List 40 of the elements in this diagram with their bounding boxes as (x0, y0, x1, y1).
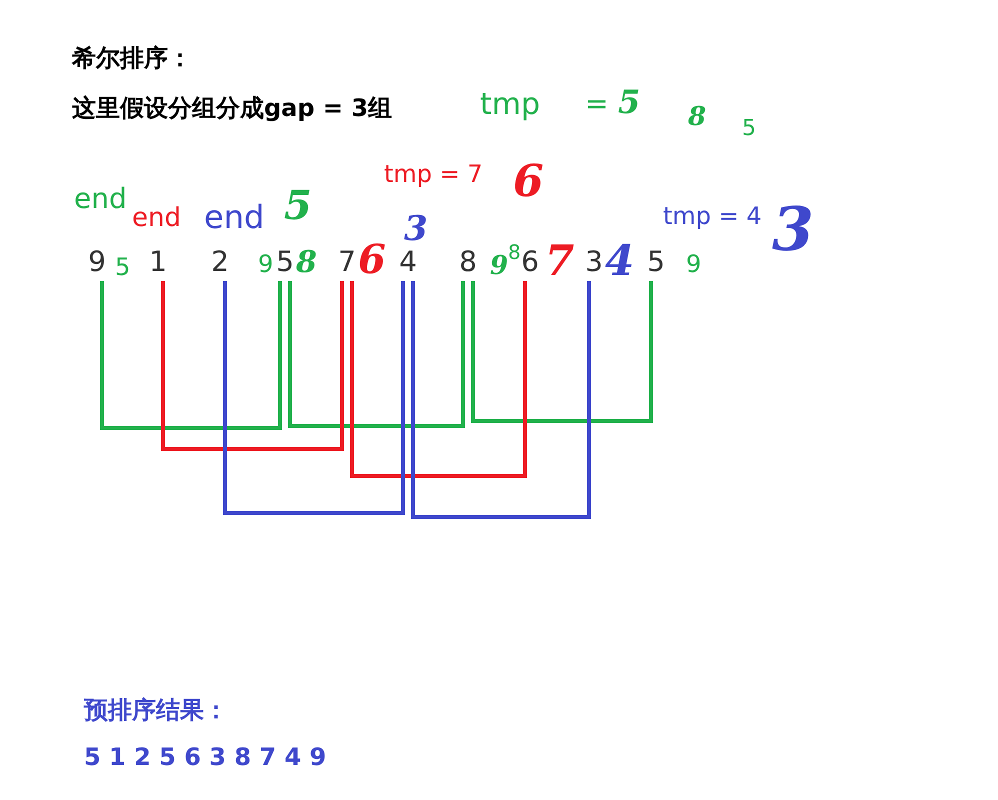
annotation-text: 8 (508, 242, 521, 262)
handwritten-digit: 4 (605, 240, 634, 282)
group-bracket-line (288, 281, 465, 428)
annotation-text: 9 (258, 252, 274, 276)
annotation-text: 这里假设分组分成gap = 3组 (72, 96, 392, 120)
array-element: 4 (393, 244, 423, 280)
annotation-text: 预排序结果： (84, 698, 228, 722)
annotation-text: end (132, 205, 181, 231)
array-element: 5 (641, 244, 671, 280)
array-element: 9 (82, 244, 112, 280)
annotation-text: = (585, 90, 608, 118)
group-bracket-line (411, 281, 591, 519)
handwritten-digit: 5 (618, 86, 640, 118)
annotation-text: tmp (480, 90, 540, 120)
handwritten-digit: 6 (513, 160, 544, 204)
handwritten-digit: 9 (490, 253, 508, 279)
handwritten-digit: 3 (404, 212, 428, 246)
annotation-text: 希尔排序： (72, 46, 192, 70)
group-bracket-line (100, 281, 282, 430)
group-bracket-line (471, 281, 653, 423)
handwritten-digit: 6 (358, 240, 386, 280)
array-element: 1 (143, 244, 173, 280)
annotation-text: end (74, 185, 127, 213)
annotation-text: 9 (686, 252, 702, 276)
result-sequence: 5 1 2 5 6 3 8 7 4 9 (84, 745, 326, 769)
array-element: 8 (453, 244, 483, 280)
handwritten-digit: 7 (545, 240, 574, 282)
handwritten-digit: 8 (296, 248, 317, 278)
group-bracket-line (350, 281, 527, 478)
handwritten-digit: 3 (772, 200, 814, 260)
handwritten-digit: 8 (688, 104, 706, 130)
handwritten-digit: 5 (284, 186, 312, 226)
annotation-text: tmp = 4 (663, 204, 762, 228)
group-bracket-line (223, 281, 405, 515)
annotation-text: end (204, 201, 264, 233)
annotation-text: tmp = 7 (384, 162, 483, 186)
group-bracket-line (161, 281, 344, 451)
annotation-text: 5 (115, 255, 130, 279)
array-element: 2 (205, 244, 235, 280)
annotation-text: 5 (742, 118, 756, 140)
